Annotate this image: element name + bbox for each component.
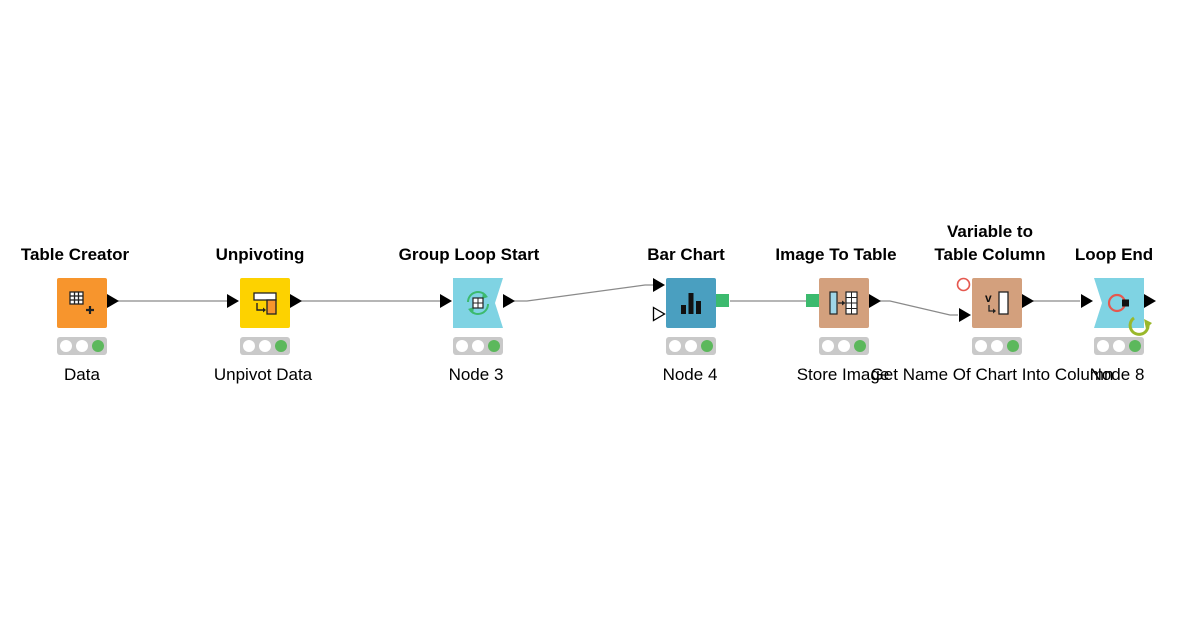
status-traffic-light [819, 337, 869, 355]
bar-chart-icon [681, 293, 701, 314]
input-port[interactable] [958, 307, 972, 323]
output-port[interactable] [868, 293, 882, 309]
status-light-red [1097, 340, 1109, 352]
loop-end-icon [1107, 293, 1129, 313]
status-light-yellow [259, 340, 271, 352]
node-body[interactable] [57, 278, 107, 328]
status-traffic-light [666, 337, 716, 355]
loop-start-icon [467, 291, 489, 315]
input-port[interactable] [226, 293, 240, 309]
output-port-image[interactable] [716, 294, 730, 308]
status-traffic-light [57, 337, 107, 355]
output-port[interactable] [502, 293, 516, 309]
status-light-green [1129, 340, 1141, 352]
node-title: Unpivoting [215, 245, 305, 264]
status-traffic-light [453, 337, 503, 355]
node-title: Table Creator [20, 245, 130, 264]
output-port[interactable] [1021, 293, 1035, 309]
input-port-image[interactable] [806, 294, 820, 308]
status-light-yellow [838, 340, 850, 352]
node-body[interactable]: v [972, 278, 1022, 328]
connection-3-4[interactable] [514, 284, 655, 302]
image-to-table-icon [829, 291, 858, 315]
node-title: Group Loop Start [398, 245, 540, 264]
node-annotation[interactable]: Get Name Of Chart Into Column [870, 365, 1114, 384]
status-light-green [1007, 340, 1019, 352]
status-light-green [275, 340, 287, 352]
status-light-yellow [1113, 340, 1125, 352]
node-body[interactable] [819, 278, 869, 328]
node-annotation[interactable]: Data [64, 365, 100, 384]
input-port[interactable] [1080, 293, 1094, 309]
loop-arrow-icon [1128, 316, 1152, 336]
node-title-line-1: Variable to [947, 222, 1033, 241]
node-annotation[interactable]: Unpivot Data [213, 365, 313, 384]
status-light-red [456, 340, 468, 352]
status-light-green [854, 340, 866, 352]
input-port-data[interactable] [652, 277, 666, 293]
status-light-red [822, 340, 834, 352]
node-annotation[interactable]: Store Image [796, 365, 890, 384]
node-title-line-2: Table Column [934, 245, 1046, 264]
node-body[interactable] [240, 278, 290, 328]
status-light-green [488, 340, 500, 352]
status-light-red [243, 340, 255, 352]
table-creator-icon [69, 291, 94, 314]
status-light-yellow [76, 340, 88, 352]
variable-to-column-icon: v [985, 291, 1009, 315]
status-light-red [975, 340, 987, 352]
node-annotation[interactable]: Node 4 [662, 365, 718, 384]
connection-5-6[interactable] [880, 300, 958, 316]
output-port[interactable] [106, 293, 120, 309]
status-traffic-light [240, 337, 290, 355]
svg-text:v: v [985, 291, 992, 305]
node-annotation[interactable]: Node 3 [448, 365, 504, 384]
unpivot-icon [253, 292, 277, 315]
status-light-green [701, 340, 713, 352]
status-light-red [60, 340, 72, 352]
status-light-yellow [991, 340, 1003, 352]
input-port-optional[interactable] [652, 306, 666, 322]
output-port[interactable] [1143, 293, 1157, 309]
status-light-yellow [472, 340, 484, 352]
status-traffic-light [1094, 337, 1144, 355]
node-body[interactable] [1094, 278, 1160, 342]
status-light-red [669, 340, 681, 352]
status-light-green [92, 340, 104, 352]
output-port[interactable] [289, 293, 303, 309]
input-port[interactable] [439, 293, 453, 309]
input-port-variable[interactable] [956, 277, 972, 293]
node-title: Bar Chart [647, 245, 725, 264]
node-body[interactable] [453, 278, 503, 328]
status-light-yellow [685, 340, 697, 352]
status-traffic-light [972, 337, 1022, 355]
node-annotation[interactable]: Node 8 [1089, 365, 1145, 384]
node-title: Loop End [1074, 245, 1154, 264]
node-body[interactable] [666, 278, 716, 328]
node-title: Image To Table [775, 245, 897, 264]
